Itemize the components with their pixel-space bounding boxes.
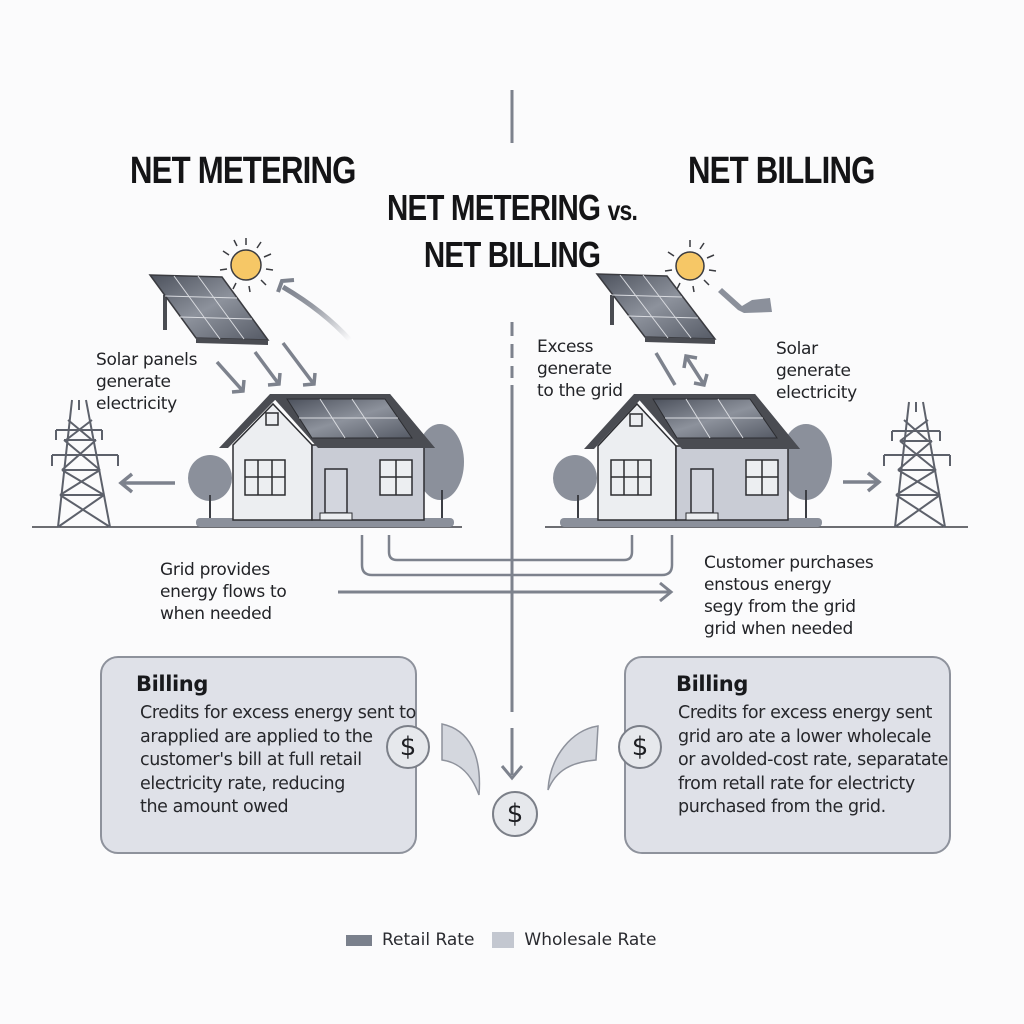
ribbon-arrow-icon [718, 288, 772, 313]
legend-item-retail: Retail Rate [346, 930, 474, 950]
transmission-tower-icon [883, 401, 951, 528]
grid-provides-label: Grid provides energy flows to when neede… [160, 560, 287, 624]
billing-description: Credits for excess energy sent to arappl… [140, 703, 416, 817]
page-title: NET METERING vs. NET BILLING [352, 186, 672, 277]
legend-swatch [346, 934, 372, 946]
billing-title: Billing [136, 672, 208, 696]
center-divider [500, 90, 524, 781]
house-icon [188, 394, 464, 527]
legend: Retail Rate Wholesale Rate [346, 930, 656, 950]
energy-arrows-left [215, 341, 317, 394]
bidirectional-arrow [654, 352, 709, 388]
legend-label: Retail Rate [382, 930, 475, 950]
legend-item-wholesale: Wholesale Rate [492, 930, 656, 950]
solar-panel-icon [148, 274, 270, 345]
energy-flow-lines [360, 535, 674, 577]
dollar-icon: $ [386, 725, 430, 769]
title-line-2: NET BILLING [423, 234, 601, 275]
dollar-icon: $ [492, 791, 538, 837]
legend-label: Wholesale Rate [524, 930, 657, 950]
solar-generate-label-left: Solar panels generate electricity [96, 350, 198, 414]
billing-description: Credits for excess energy sent grid aro … [678, 703, 949, 817]
title-line-1: NET METERING [386, 187, 601, 228]
flap-left [441, 723, 481, 796]
flap-right [547, 725, 599, 791]
legend-swatch [492, 932, 515, 948]
solar-panel-icon [595, 273, 717, 344]
transmission-tower-icon [51, 399, 119, 528]
grid-flow-arrow [338, 581, 674, 603]
net-metering-heading: NET METERING [130, 150, 356, 192]
title-vs: vs. [607, 195, 638, 226]
arrow-to-grid-left [118, 472, 175, 494]
arrow-to-sun [281, 284, 352, 342]
net-billing-heading: NET BILLING [688, 150, 875, 192]
house-icon [553, 394, 832, 527]
billing-card-net-metering: Billing Credits for excess energy sent t… [100, 656, 417, 854]
excess-to-grid-label: Excess generate to the grid [537, 337, 623, 401]
arrow-to-grid-right [843, 471, 882, 493]
sun-icon [664, 240, 717, 293]
sun-icon [219, 238, 274, 293]
billing-title: Billing [676, 672, 748, 696]
dollar-icon: $ [618, 725, 662, 769]
customer-purchases-label: Customer purchases enstous energy segy f… [704, 553, 874, 639]
billing-card-net-billing: Billing Credits for excess energy sent g… [624, 656, 951, 854]
solar-generate-label-right: Solar generate electricity [776, 339, 857, 403]
